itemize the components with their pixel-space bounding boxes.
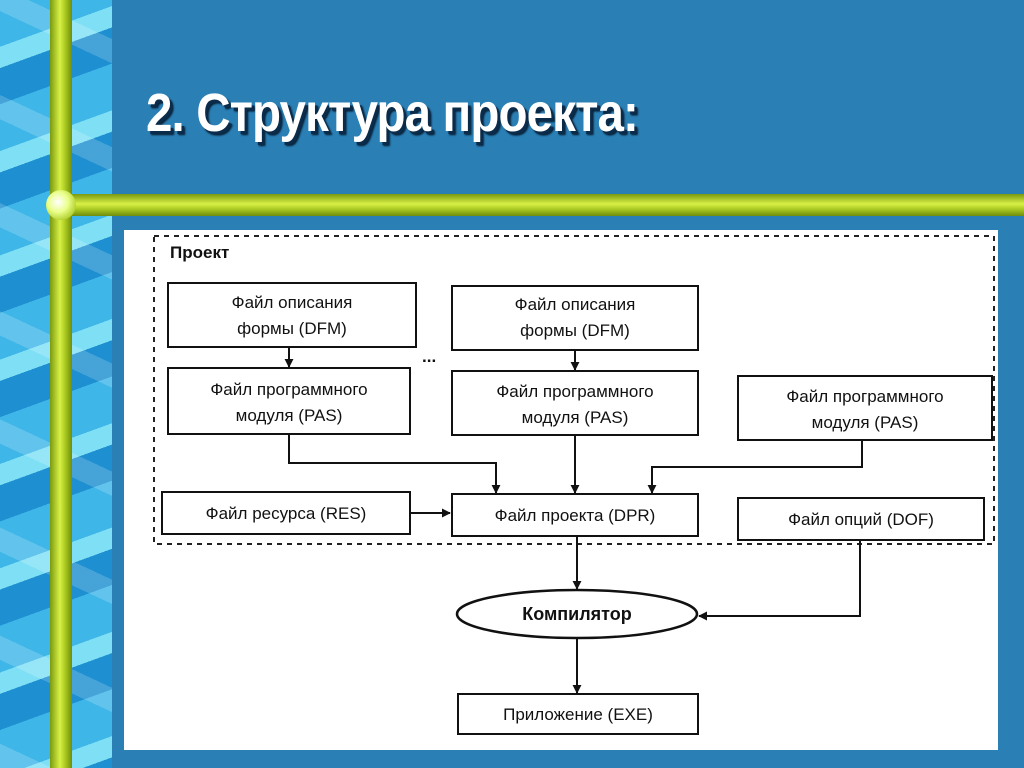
ellipsis-label: ... [422, 347, 436, 366]
slide-title: 2. Структура проекта: [146, 83, 639, 143]
node-pas-left-line1: Файл программного [210, 380, 367, 399]
node-dfm-right: Файл описания формы (DFM) [451, 285, 699, 351]
node-pas-middle: Файл программного модуля (PAS) [451, 370, 699, 436]
node-pas-right: Файл программного модуля (PAS) [737, 375, 993, 441]
node-dof-label: Файл опций (DOF) [788, 510, 934, 529]
node-pas-right-line1: Файл программного [786, 387, 943, 406]
project-structure-diagram: Проект ... Файл описания формы (DFM) Фай… [153, 235, 995, 735]
node-pas-left-line2: модуля (PAS) [236, 406, 343, 425]
node-dfm-left: Файл описания формы (DFM) [167, 282, 417, 348]
node-pas-left: Файл программного модуля (PAS) [167, 367, 411, 435]
node-dfm-left-line2: формы (DFM) [237, 319, 347, 338]
node-dpr-label: Файл проекта (DPR) [495, 506, 656, 525]
edge-pas-right-to-dpr [647, 440, 863, 494]
node-pas-right-line2: модуля (PAS) [812, 413, 919, 432]
project-boundary [153, 235, 995, 545]
node-pas-middle-line1: Файл программного [496, 382, 653, 401]
node-dfm-left-line1: Файл описания [232, 293, 353, 312]
decorative-horizontal-bar [56, 194, 1024, 216]
node-exe-label: Приложение (EXE) [503, 705, 653, 724]
node-compiler-label: Компилятор [522, 604, 632, 624]
edge-dof-to-compiler [698, 540, 861, 621]
decorative-vertical-bar [50, 0, 72, 768]
node-pas-middle-line2: модуля (PAS) [522, 408, 629, 427]
project-group-label: Проект [170, 243, 229, 262]
node-dpr: Файл проекта (DPR) [451, 493, 699, 537]
node-exe: Приложение (EXE) [457, 693, 699, 735]
node-compiler: Компилятор [455, 588, 699, 640]
node-dfm-right-line2: формы (DFM) [520, 321, 630, 340]
node-dof: Файл опций (DOF) [737, 497, 985, 541]
node-res: Файл ресурса (RES) [161, 491, 411, 535]
node-res-label: Файл ресурса (RES) [206, 504, 367, 523]
node-dfm-right-line1: Файл описания [515, 295, 636, 314]
edge-pas-left-to-dpr [288, 434, 501, 494]
project-structure-figure: Проект ... Файл описания формы (DFM) Фай… [124, 230, 998, 750]
decorative-bar-knob [46, 190, 76, 220]
